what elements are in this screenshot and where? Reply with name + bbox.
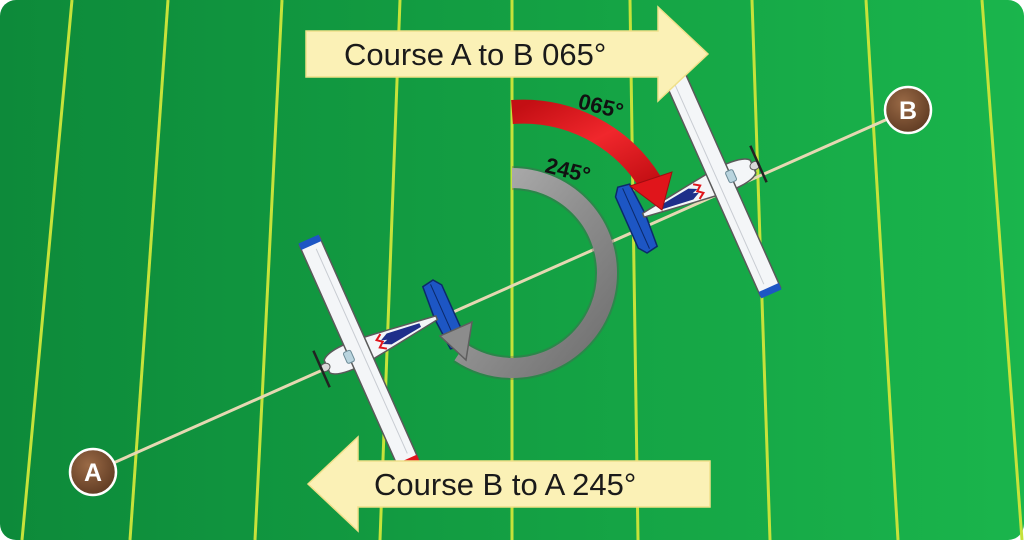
point-b-label: B [899, 97, 917, 125]
course-label-b-to-a: Course B to A 245° [374, 467, 636, 502]
course-arrow-b-to-a: Course B to A 245° [307, 436, 711, 532]
point-a-marker: A [68, 447, 118, 497]
point-b-marker: B [883, 85, 933, 135]
course-line [92, 108, 909, 474]
field-furrows [20, 0, 1024, 540]
point-a-label: A [84, 459, 102, 487]
course-arrow-a-to-b: Course A to B 065° [305, 6, 709, 102]
turn-arrow-gray [438, 166, 619, 381]
turn-arrow-red [511, 99, 673, 211]
course-label-a-to-b: Course A to B 065° [344, 37, 606, 72]
